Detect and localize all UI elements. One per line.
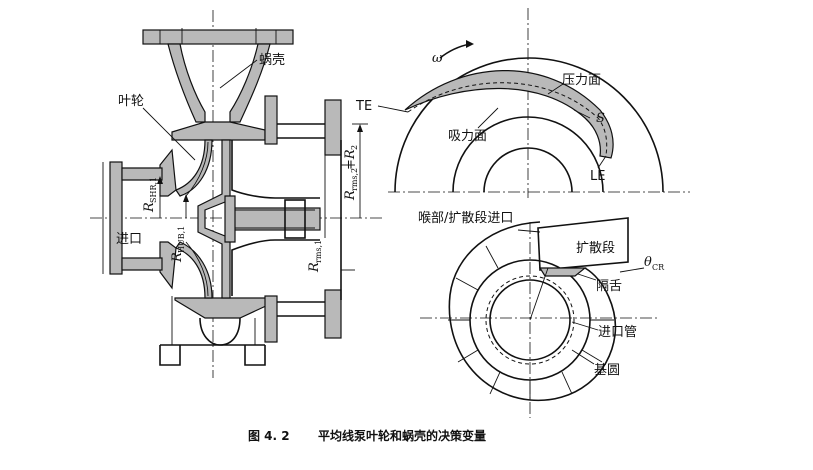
label-r-hub-group: R HUB,1 (170, 226, 186, 263)
theta-line (529, 267, 549, 321)
label-omega: ω (432, 51, 443, 66)
label-throat-diffuser-inlet: 喉部/扩散段进口 (418, 211, 513, 226)
rotation-arrow (439, 43, 471, 59)
blade-view (377, 8, 690, 198)
label-r-rms2-eq-sub: 2 (350, 145, 359, 150)
le-leader (597, 155, 607, 169)
inlet-flange (109, 161, 123, 275)
right-foot (244, 345, 266, 366)
pressure-leader (547, 83, 564, 95)
pump-section (90, 10, 385, 378)
label-inlet: 进口 (116, 232, 142, 247)
label-r-rms2: R (343, 190, 358, 201)
blade (404, 70, 614, 159)
throat-leader (517, 229, 541, 233)
tongue-leader (577, 273, 597, 281)
label-r-shr-group: R SHR,1 (142, 177, 158, 213)
outlet-right-wall (229, 43, 271, 123)
label-theta-sub: CR (652, 263, 665, 272)
inlet-pipe-circle (489, 279, 571, 361)
outlet-left-wall (167, 43, 206, 123)
casing-flange-bottom (264, 295, 278, 343)
shaft (229, 207, 321, 231)
outer-semicircle (394, 57, 664, 193)
label-impeller: 叶轮 (118, 94, 144, 109)
label-r-rms2-group: R rms,2 =R 2 (343, 145, 359, 201)
inlet-pipe-leader (571, 321, 599, 331)
suction-leader (477, 107, 499, 129)
label-theta: θ (644, 255, 652, 270)
volute-leader (219, 59, 258, 89)
label-r-hub-sub: HUB,1 (177, 226, 186, 253)
impeller-leader (142, 107, 196, 161)
label-suction-side: 吸力面 (448, 129, 487, 144)
inlet-pipe-lower (121, 257, 163, 271)
impeller-shroud-upper (175, 139, 213, 197)
caption-number: 图 4. 2 (248, 429, 290, 443)
front-cover-lower (159, 241, 177, 290)
label-r-rms2-eq: =R (343, 149, 358, 170)
label-tongue: 隔舌 (596, 279, 622, 294)
s-leader (573, 109, 591, 119)
label-r-rms1-sub: rms,1 (314, 240, 323, 263)
label-te: TE (355, 99, 372, 114)
blade-camber-line (407, 82, 608, 156)
base-circle (485, 275, 575, 365)
volute-lower (174, 297, 269, 319)
middle-semicircle (452, 116, 604, 193)
label-le: LE (590, 169, 605, 184)
diffuser (537, 217, 629, 271)
top-flange (142, 29, 294, 45)
label-r-shr-sub: SHR,1 (149, 177, 158, 203)
volute-bottom-passage (199, 317, 241, 346)
base-circle-leader (571, 349, 595, 365)
label-diffuser: 扩散段 (576, 241, 615, 256)
theta-leader (619, 267, 645, 273)
back-plate-upper (231, 140, 320, 199)
label-r-rms1: R (307, 262, 322, 273)
label-volute: 蜗壳 (259, 52, 285, 68)
inner-semicircle (483, 147, 573, 193)
tongue (538, 267, 587, 277)
volute-outer-spiral (448, 221, 617, 402)
volute-view (420, 217, 660, 418)
rear-flange-bottom (324, 289, 342, 339)
label-r-hub: R (170, 252, 185, 263)
te-leader (377, 105, 409, 113)
inlet-pipe-upper (121, 167, 163, 181)
label-s: S (596, 111, 605, 126)
left-foot (159, 345, 181, 366)
label-pressure-side: 压力面 (562, 73, 601, 88)
caption-text: 平均线泵叶轮和蜗壳的决策变量 (318, 428, 486, 443)
label-inlet-pipe: 进口管 (598, 325, 637, 340)
label-r-rms2-sub: rms,2 (350, 168, 359, 191)
rear-flange-top (324, 99, 342, 156)
label-r-rms1-group: R rms,1 (307, 240, 323, 273)
label-r-shr: R (142, 202, 157, 213)
back-plate-lower (231, 239, 320, 296)
shaft-sleeve (284, 199, 306, 239)
label-base-circle: 基圆 (594, 363, 620, 378)
volute-upper (171, 121, 266, 141)
casing-flange-top (264, 95, 278, 145)
